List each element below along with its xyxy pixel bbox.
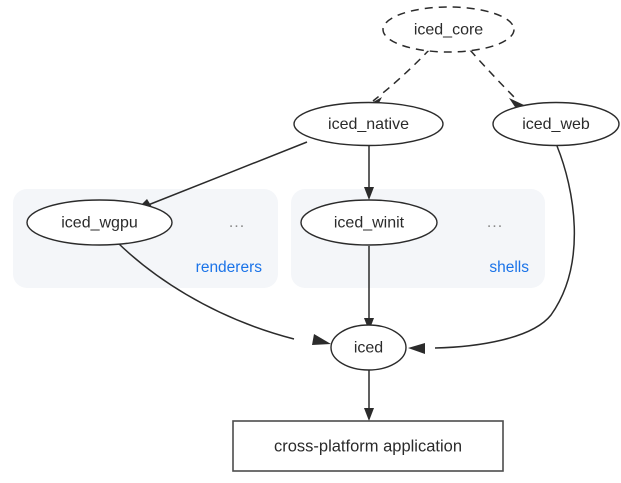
edge-iced-wgpu-to-iced-arrowhead — [312, 334, 331, 345]
edge-iced-native-to-iced-winit — [364, 146, 374, 200]
node-iced-core-label: iced_core — [414, 22, 483, 39]
node-iced-label: iced — [354, 340, 383, 357]
edge-iced-wgpu-to-iced — [117, 242, 331, 345]
node-iced-native[interactable]: iced_native — [293, 101, 444, 147]
node-iced-wgpu[interactable]: iced_wgpu — [26, 199, 173, 246]
edge-iced-web-to-iced-arrowhead — [408, 343, 425, 354]
edge-iced-core-to-iced-web-line — [469, 49, 519, 102]
cluster-shells-ellipsis: ... — [487, 214, 503, 231]
node-cross-platform-application[interactable]: cross-platform application — [232, 420, 504, 472]
node-cross-platform-application-label: cross-platform application — [274, 437, 462, 455]
node-iced-web-label: iced_web — [522, 116, 590, 133]
node-iced-winit-label: iced_winit — [334, 215, 405, 232]
node-iced-native-shape[interactable] — [293, 101, 444, 147]
node-iced[interactable]: iced — [330, 324, 407, 371]
edge-iced-core-to-iced-web-arrowhead — [509, 98, 524, 107]
cluster-shells-label: shells — [489, 259, 529, 276]
node-cross-platform-application-shape[interactable] — [232, 420, 504, 472]
edge-iced-wgpu-to-iced-line — [117, 242, 295, 340]
edge-iced-core-to-iced-native — [368, 48, 431, 107]
node-iced-wgpu-label: iced_wgpu — [61, 215, 138, 232]
edge-iced-to-application — [364, 370, 374, 421]
edge-iced-native-to-iced-wgpu-line — [142, 141, 308, 208]
edge-iced-web-to-iced-line — [434, 145, 575, 349]
cluster-renderers-label: renderers — [196, 259, 263, 276]
node-iced-winit[interactable]: iced_winit — [300, 199, 438, 246]
node-iced-wgpu-shape[interactable] — [26, 199, 173, 246]
node-iced-core[interactable]: iced_core — [382, 6, 515, 53]
node-iced-shape[interactable] — [330, 324, 407, 371]
node-iced-web-shape[interactable] — [492, 101, 620, 147]
edge-iced-web-to-iced — [408, 145, 575, 354]
edge-iced-core-to-iced-native-line — [372, 48, 431, 102]
edge-iced-native-to-iced-winit-arrowhead — [364, 187, 374, 200]
edge-iced-to-application-arrowhead — [364, 408, 374, 421]
edge-iced-core-to-iced-web — [469, 49, 524, 107]
node-iced-native-label: iced_native — [328, 116, 409, 133]
node-iced-winit-shape[interactable] — [300, 199, 438, 246]
cluster-renderers-ellipsis: ... — [229, 214, 245, 231]
node-iced-web[interactable]: iced_web — [492, 101, 620, 147]
node-iced-core-shape[interactable] — [382, 6, 515, 53]
